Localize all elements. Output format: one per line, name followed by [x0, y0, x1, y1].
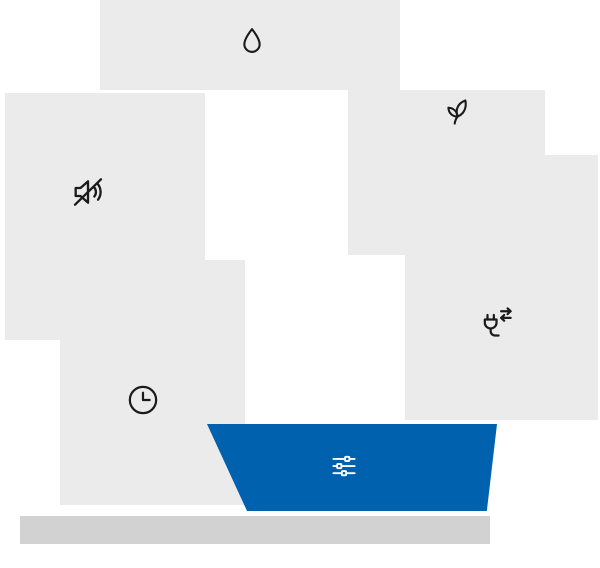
- accent-trapezoid: [207, 424, 497, 511]
- panel-clock: [60, 260, 245, 505]
- panel-plug: [405, 155, 598, 420]
- clock-icon: [124, 381, 162, 419]
- volume-mute-icon: [68, 172, 108, 212]
- water-drop-icon: [234, 24, 270, 60]
- leaf-icon: [437, 94, 473, 130]
- panel-water: [100, 0, 400, 90]
- settings-sliders-icon: [329, 451, 359, 481]
- plug-swap-icon: [478, 303, 516, 341]
- bottom-bar: [20, 516, 490, 544]
